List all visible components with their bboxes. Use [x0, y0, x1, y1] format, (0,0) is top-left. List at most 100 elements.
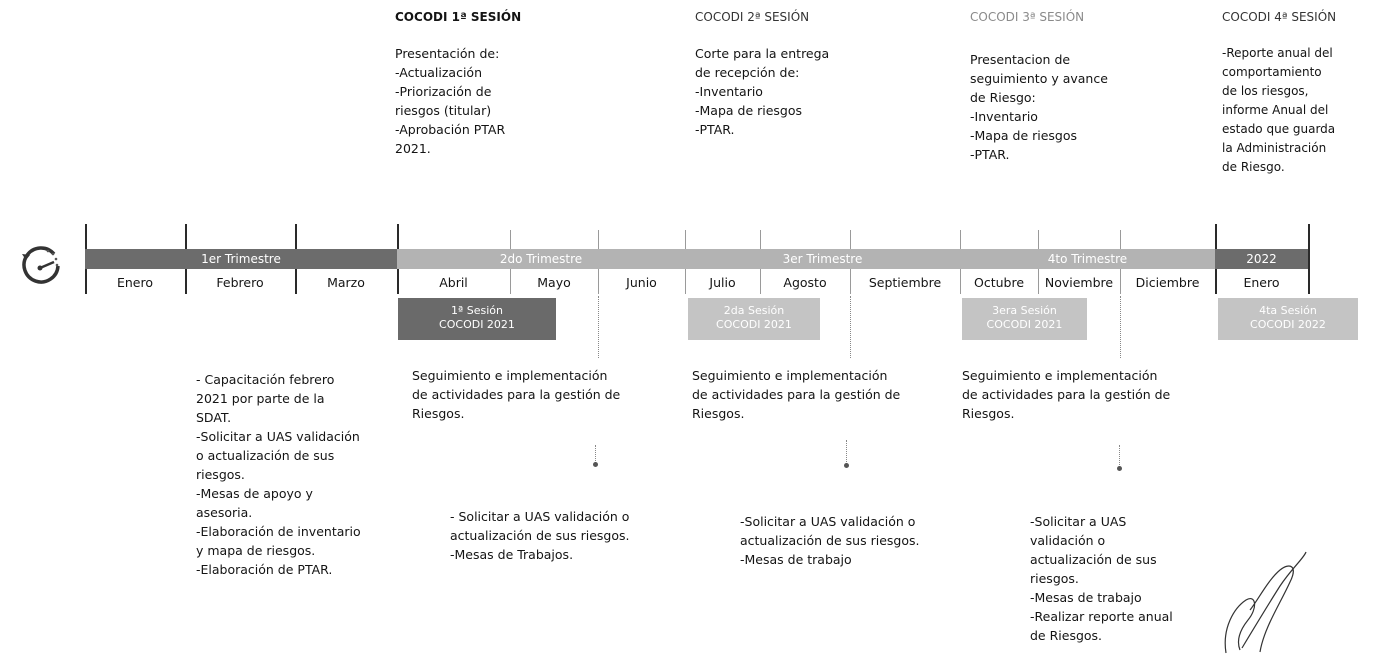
- session-box-label: COCODI 2021: [986, 318, 1063, 331]
- connector-line: [846, 440, 848, 464]
- month-label: Octubre: [973, 275, 1025, 290]
- session-4-line: de Riesgo.: [1222, 160, 1285, 174]
- session-box-2: 2da Sesión COCODI 2021: [688, 298, 820, 340]
- session-2-line: de recepción de:: [695, 65, 800, 80]
- session-4-line: informe Anual del: [1222, 103, 1329, 117]
- follow-up-q3: Seguimiento e implementación de activida…: [692, 366, 900, 423]
- quarter-bar-1: 1er Trimestre: [85, 249, 397, 269]
- connector-pin: [593, 462, 598, 467]
- session-3-line: -Mapa de riesgos: [970, 128, 1078, 143]
- session-3-header: COCODI 3ª SESIÓN Presentacion de seguimi…: [970, 10, 1108, 164]
- month-label: Junio: [626, 275, 657, 290]
- activity-line: -Solicitar a UAS validación: [196, 429, 360, 444]
- activity-line: - Capacitación febrero: [196, 372, 335, 387]
- month-label: Enero: [1243, 275, 1280, 290]
- session-4-line: comportamiento: [1222, 65, 1322, 79]
- connector-line: [1119, 445, 1121, 465]
- request-line: riesgos.: [1030, 571, 1079, 586]
- request-line: -Mesas de trabajo: [1030, 590, 1142, 605]
- session-4-title: COCODI 4ª SESIÓN: [1222, 10, 1337, 24]
- follow-up-line: de actividades para la gestión de: [692, 387, 901, 402]
- q1-activities: - Capacitación febrero 2021 por parte de…: [196, 370, 361, 579]
- month-label: Septiembre: [868, 275, 942, 290]
- session-4-header: COCODI 4ª SESIÓN -Reporte anual del comp…: [1222, 10, 1336, 177]
- connector-pin: [1117, 466, 1122, 471]
- session-1-header: COCODI 1ª SESIÓN Presentación de: -Actua…: [395, 10, 521, 158]
- session-4-line: de los riesgos,: [1222, 84, 1309, 98]
- month-row: Enero Febrero Marzo Abril Mayo Junio Jul…: [85, 273, 1315, 293]
- session-2-header: COCODI 2ª SESIÓN Corte para la entrega d…: [695, 10, 829, 139]
- follow-up-line: Riesgos.: [692, 406, 745, 421]
- session-1-title: COCODI 1ª SESIÓN: [395, 10, 522, 24]
- follow-up-line: de actividades para la gestión de: [412, 387, 621, 402]
- session-1-line: -Actualización: [395, 65, 483, 80]
- session-1-line: -Priorización de: [395, 84, 492, 99]
- request-line: -Mesas de Trabajos.: [450, 547, 574, 562]
- follow-up-line: Riesgos.: [962, 406, 1015, 421]
- request-line: -Mesas de trabajo: [740, 552, 852, 567]
- session-2-line: -Inventario: [695, 84, 763, 99]
- activity-line: riesgos.: [196, 467, 245, 482]
- session-3-line: -Inventario: [970, 109, 1038, 124]
- month-label: Diciembre: [1135, 275, 1200, 290]
- month-label: Marzo: [327, 275, 365, 290]
- follow-up-q2: Seguimiento e implementación de activida…: [412, 366, 620, 423]
- session-1-line: 2021.: [395, 141, 431, 156]
- session-1-line: -Aprobación PTAR: [395, 122, 506, 137]
- request-line: -Solicitar a UAS validación o: [740, 514, 916, 529]
- activity-line: -Mesas de apoyo y: [196, 486, 313, 501]
- month-label: Mayo: [537, 275, 571, 290]
- month-label: Agosto: [783, 275, 827, 290]
- activity-line: -Elaboración de inventario: [196, 524, 361, 539]
- request-q2: - Solicitar a UAS validación o actualiza…: [450, 507, 629, 564]
- session-2-line: Corte para la entrega: [695, 46, 830, 61]
- connector-line: [598, 296, 600, 358]
- connector-line: [1120, 296, 1122, 358]
- session-1-text: Presentación de: -Actualización -Prioriz…: [395, 44, 521, 158]
- follow-up-q4: Seguimiento e implementación de activida…: [962, 366, 1170, 423]
- month-label: Enero: [116, 275, 154, 290]
- follow-up-line: Seguimiento e implementación: [962, 368, 1158, 383]
- request-line: -Solicitar a UAS: [1030, 514, 1127, 529]
- connector-pin: [844, 463, 849, 468]
- session-2-text: Corte para la entrega de recepción de: -…: [695, 44, 829, 139]
- session-3-title: COCODI 3ª SESIÓN: [970, 10, 1085, 24]
- request-line: de Riesgos.: [1030, 628, 1103, 643]
- activity-line: SDAT.: [196, 410, 232, 425]
- session-3-line: -PTAR.: [970, 147, 1010, 162]
- request-line: - Solicitar a UAS validación o: [450, 509, 630, 524]
- request-line: validación o: [1030, 533, 1106, 548]
- session-box-1: 1ª Sesión COCODI 2021: [398, 298, 556, 340]
- follow-up-line: Seguimiento e implementación: [692, 368, 888, 383]
- session-box-label: COCODI 2022: [1250, 318, 1326, 331]
- month-label: Abril: [439, 275, 468, 290]
- session-2-line: -Mapa de riesgos: [695, 103, 803, 118]
- session-4-line: estado que guarda: [1222, 122, 1336, 136]
- request-line: -Realizar reporte anual: [1030, 609, 1173, 624]
- session-1-line: riesgos (titular): [395, 103, 492, 118]
- activity-line: asesoria.: [196, 505, 253, 520]
- month-label: Noviembre: [1044, 275, 1114, 290]
- timeline-tick: [1308, 224, 1310, 294]
- session-2-title: COCODI 2ª SESIÓN: [695, 10, 810, 24]
- month-label: Julio: [709, 275, 736, 290]
- session-box-3: 3era Sesión COCODI 2021: [962, 298, 1087, 340]
- request-line: actualización de sus riesgos.: [740, 533, 920, 548]
- request-q4: -Solicitar a UAS validación o actualizac…: [1030, 512, 1173, 645]
- follow-up-line: Seguimiento e implementación: [412, 368, 608, 383]
- session-3-line: Presentacion de: [970, 52, 1071, 67]
- session-3-text: Presentacion de seguimiento y avance de …: [970, 50, 1108, 164]
- activity-line: y mapa de riesgos.: [196, 543, 316, 558]
- quarter-bar-3: 3er Trimestre: [685, 249, 960, 269]
- session-box-label: COCODI 2021: [439, 318, 515, 331]
- quarter-bar-2: 2do Trimestre: [397, 249, 685, 269]
- session-3-line: seguimiento y avance: [970, 71, 1108, 86]
- session-4-line: -Reporte anual del: [1222, 46, 1333, 60]
- month-label: Febrero: [216, 275, 264, 290]
- request-line: actualización de sus riesgos.: [450, 528, 630, 543]
- follow-up-line: de actividades para la gestión de: [962, 387, 1171, 402]
- request-q3: -Solicitar a UAS validación o actualizac…: [740, 512, 919, 569]
- session-box-4: 4ta Sesión COCODI 2022: [1218, 298, 1358, 340]
- signature-mark: [1224, 551, 1307, 654]
- session-2-line: -PTAR.: [695, 122, 735, 137]
